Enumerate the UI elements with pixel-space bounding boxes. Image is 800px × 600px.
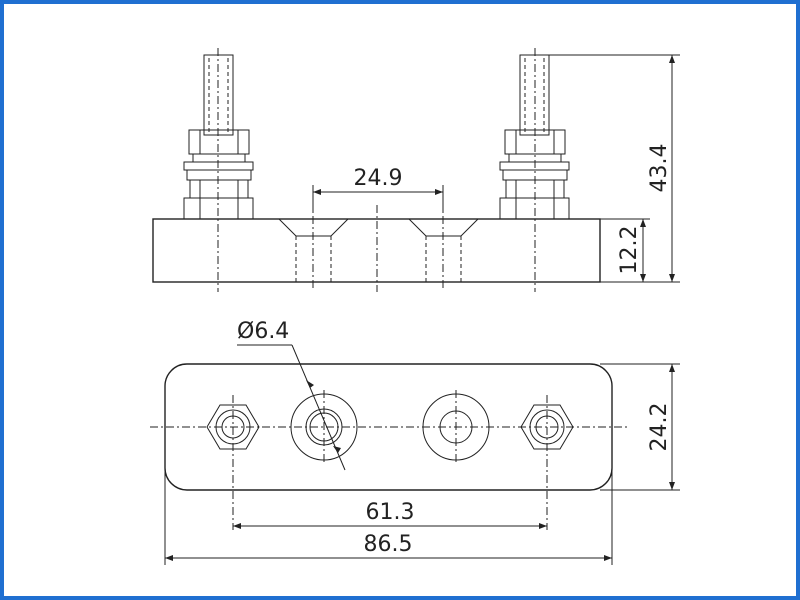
side-view: 24.9 43.4 12.2 bbox=[152, 48, 680, 292]
dim-stud-spacing-top: 24.9 bbox=[312, 166, 444, 212]
base-plate-outline bbox=[164, 363, 613, 491]
top-view: Ø6.4 24.2 61.3 86.5 bbox=[150, 319, 680, 565]
dim-label-12-2: 12.2 bbox=[617, 226, 642, 275]
countersunk-hole-right bbox=[408, 200, 479, 290]
dim-total-height: 43.4 bbox=[549, 54, 680, 283]
dim-hole-diameter: Ø6.4 bbox=[237, 319, 346, 471]
dim-label-43-4: 43.4 bbox=[647, 144, 672, 193]
countersink-left bbox=[290, 390, 358, 465]
dim-total-length: 86.5 bbox=[164, 468, 613, 565]
dim-label-24-2: 24.2 bbox=[647, 403, 672, 452]
countersunk-hole-left bbox=[278, 200, 349, 290]
dim-label-86-5: 86.5 bbox=[364, 532, 413, 557]
dim-base-height: 12.2 bbox=[600, 218, 650, 282]
dim-stud-spacing-bottom: 61.3 bbox=[233, 500, 547, 529]
dim-label-diameter: Ø6.4 bbox=[237, 319, 289, 344]
hex-nut-right bbox=[520, 395, 574, 530]
countersink-right bbox=[422, 390, 490, 465]
dim-label-61-3: 61.3 bbox=[366, 500, 415, 525]
dim-width: 24.2 bbox=[600, 363, 680, 491]
dim-label-24-9: 24.9 bbox=[354, 166, 403, 191]
hex-nut-left bbox=[206, 395, 260, 530]
stud-left bbox=[183, 48, 254, 292]
stud-right bbox=[499, 48, 570, 292]
